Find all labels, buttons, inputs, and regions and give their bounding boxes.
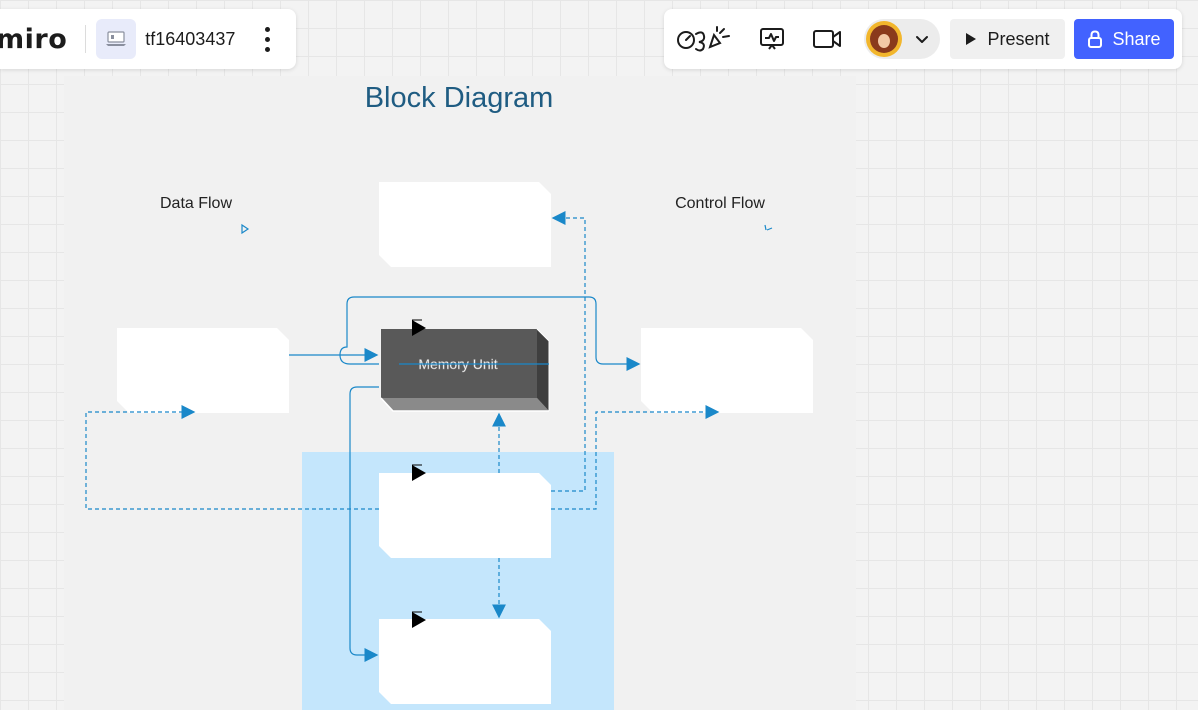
- board-name[interactable]: tf16403437: [145, 28, 236, 49]
- top-block[interactable]: [379, 182, 551, 267]
- board-header-toolbar: miro tf16403437: [0, 9, 296, 69]
- middle-lower-block[interactable]: [379, 473, 551, 558]
- toolbar-divider: [85, 25, 87, 53]
- control-flow-middle-to-right[interactable]: [551, 405, 720, 510]
- connector-memory-to-right[interactable]: [339, 296, 641, 371]
- bottom-block[interactable]: [379, 619, 551, 704]
- middle-block-play-marker-icon: [412, 464, 426, 481]
- memory-unit-play-marker-icon: [412, 319, 426, 336]
- avatar[interactable]: [866, 21, 902, 57]
- user-menu[interactable]: [864, 19, 940, 59]
- left-block[interactable]: [117, 328, 289, 413]
- control-flow-middle-to-top[interactable]: [551, 211, 586, 492]
- present-button[interactable]: Present: [950, 19, 1065, 59]
- canvas-scroll-edge[interactable]: [1190, 430, 1198, 530]
- right-block[interactable]: [641, 328, 813, 413]
- legend-data-flow-arrow-icon: [241, 223, 250, 235]
- share-button[interactable]: Share: [1074, 19, 1174, 59]
- diagram-title: Block Diagram: [365, 82, 554, 114]
- miro-logo[interactable]: miro: [0, 23, 68, 55]
- share-button-label: Share: [1112, 28, 1161, 49]
- present-button-label: Present: [987, 28, 1050, 49]
- chevron-down-icon[interactable]: [914, 31, 930, 47]
- lock-icon: [1088, 30, 1103, 48]
- activity-icon[interactable]: [758, 23, 786, 55]
- connector-memory-to-bottom[interactable]: [349, 386, 379, 662]
- legend-control-flow-arrow-icon: [764, 224, 773, 231]
- board-menu-kebab-icon[interactable]: [257, 19, 277, 59]
- legend-control-flow-label: Control Flow: [675, 195, 765, 212]
- control-flow-middle-to-left[interactable]: [85, 405, 379, 510]
- board-thumbnail-icon[interactable]: [96, 19, 137, 59]
- play-icon: [966, 33, 977, 45]
- reactions-icon[interactable]: [676, 23, 732, 55]
- bottom-block-play-marker-icon: [412, 611, 426, 628]
- legend-data-flow-label: Data Flow: [160, 195, 232, 212]
- collaboration-toolbar: Present Share: [664, 9, 1182, 69]
- video-call-icon[interactable]: [812, 23, 842, 55]
